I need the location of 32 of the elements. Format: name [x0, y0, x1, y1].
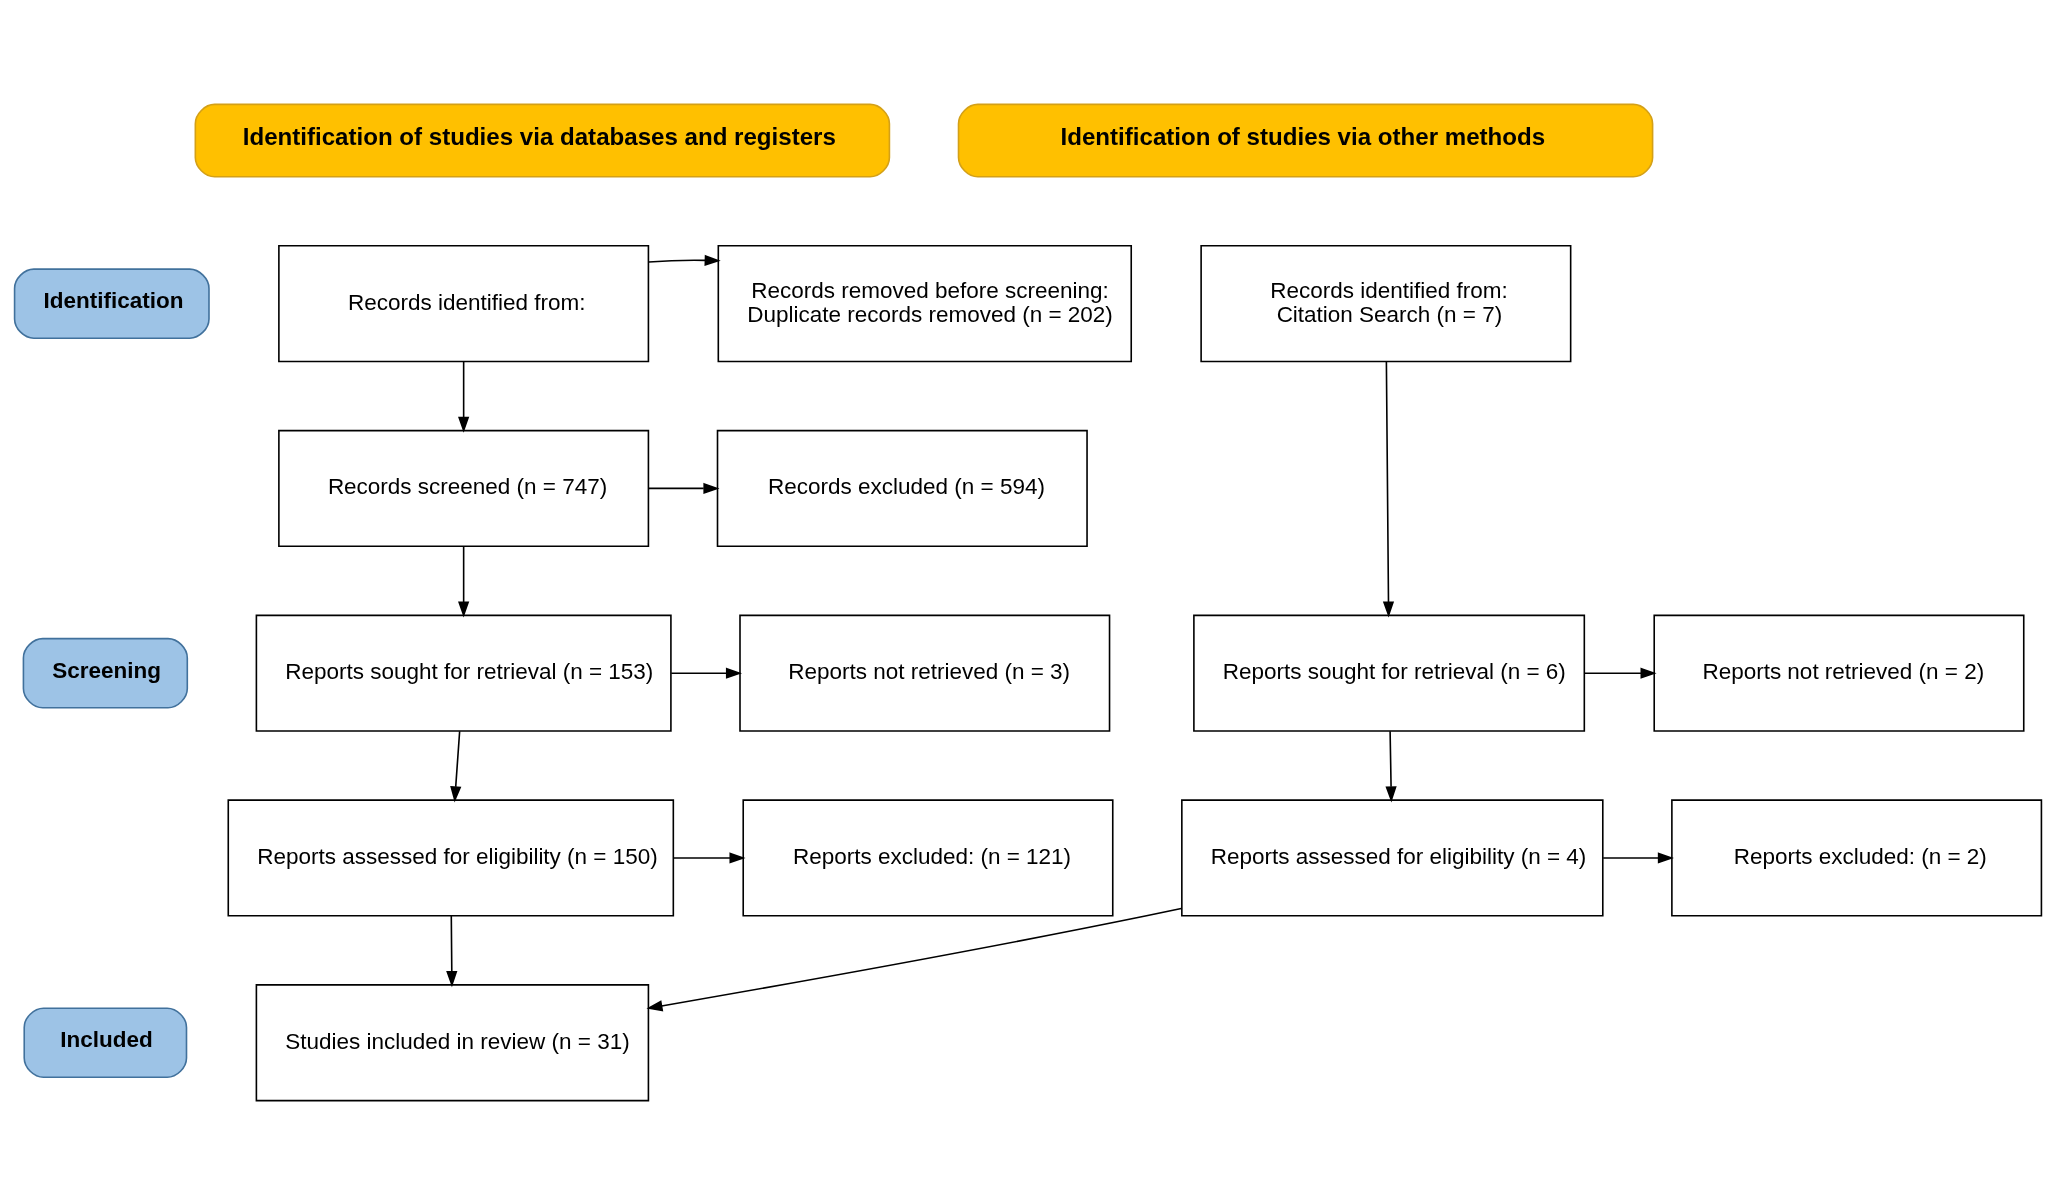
node-box: Reports excluded: (n = 2)	[1671, 798, 2043, 917]
node-box: Identification	[13, 267, 210, 339]
node-box: Reports assessed for eligibility (n = 150)	[227, 798, 675, 917]
arrow	[672, 851, 746, 864]
arrow	[458, 360, 470, 433]
node-box: Identification of studies via other methods	[957, 103, 1654, 178]
node-box: Reports excluded: (n = 121)	[742, 798, 1114, 917]
arrow	[1583, 667, 1657, 679]
arrow	[646, 907, 1183, 1011]
node-box: Records screened (n = 747)	[278, 429, 650, 547]
node-box: Included	[23, 1006, 188, 1078]
arrow	[647, 482, 720, 494]
arrow	[446, 914, 458, 987]
node-box: Reports assessed for eligibility (n = 4)	[1181, 798, 1604, 917]
arrow	[1385, 729, 1397, 802]
node-box: Identification of studies via databases and registers	[194, 103, 891, 178]
arrow	[1382, 360, 1395, 617]
node-box: Reports sought for retrieval (n = 153)	[255, 614, 672, 732]
arrow	[670, 667, 742, 679]
node-box: Reports sought for retrieval (n = 6)	[1193, 614, 1586, 732]
node-box: Records identified from:	[278, 244, 650, 362]
node-box: Records removed before screening: Duplicate records removed (n = 202)	[717, 244, 1133, 362]
arrow	[647, 254, 721, 266]
arrow	[1602, 851, 1674, 864]
node-box: Records excluded (n = 594)	[716, 429, 1088, 547]
node-box: Reports not retrieved (n = 3)	[739, 614, 1111, 732]
node-box: Screening	[22, 637, 189, 709]
node-box: Reports not retrieved (n = 2)	[1653, 614, 2025, 732]
node-box: Records identified from: Citation Search (n = 7)	[1200, 244, 1572, 362]
arrow	[458, 545, 470, 618]
node-box: Studies included in review (n = 31)	[255, 983, 650, 1101]
arrow	[450, 729, 462, 802]
